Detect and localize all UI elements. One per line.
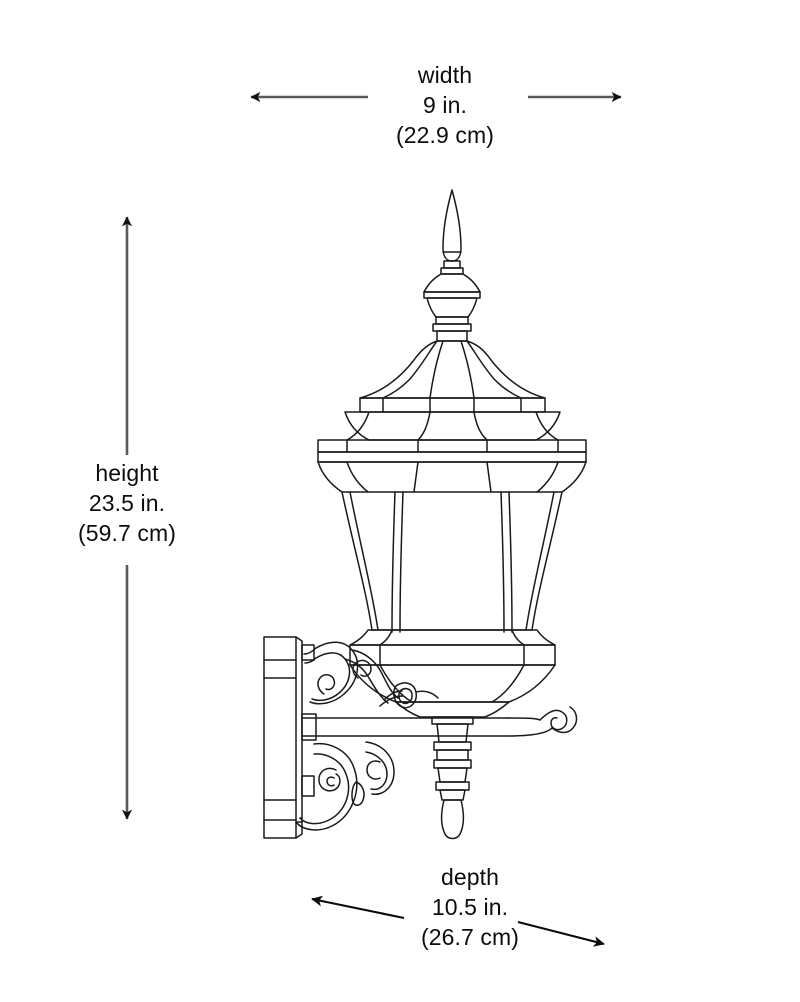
upper-scrollwork bbox=[303, 641, 439, 709]
wall-mount-plate bbox=[263, 636, 317, 839]
depth-arrow-left bbox=[311, 895, 405, 920]
depth-label-imperial: 10.5 in. bbox=[431, 894, 509, 920]
height-label-metric: (59.7 cm) bbox=[77, 520, 177, 546]
depth-arrow-right bbox=[517, 920, 605, 947]
depth-dimension-arrows bbox=[311, 895, 605, 947]
cornice bbox=[317, 411, 587, 493]
width-label-imperial: 9 in. bbox=[423, 92, 467, 118]
lantern-body bbox=[341, 491, 563, 633]
lantern-drawing bbox=[263, 189, 587, 840]
depth-label-metric: (26.7 cm) bbox=[420, 924, 520, 950]
width-label-name: width bbox=[417, 62, 473, 88]
width-label-metric: (22.9 cm) bbox=[395, 122, 495, 148]
height-label-name: height bbox=[95, 460, 159, 486]
depth-label-name: depth bbox=[440, 864, 500, 890]
finial-spire bbox=[423, 189, 481, 342]
depth-dimension-label: depth 10.5 in. (26.7 cm) bbox=[370, 862, 570, 952]
support-bar bbox=[301, 706, 578, 737]
height-label-imperial: 23.5 in. bbox=[88, 490, 166, 516]
height-dimension-label: height 23.5 in. (59.7 cm) bbox=[30, 458, 224, 548]
base-skirt bbox=[349, 629, 556, 718]
width-dimension-label: width 9 in. (22.9 cm) bbox=[345, 60, 545, 150]
crown-dome bbox=[359, 340, 546, 413]
lower-scrollwork bbox=[295, 741, 395, 831]
lower-finial-drop bbox=[431, 716, 474, 840]
